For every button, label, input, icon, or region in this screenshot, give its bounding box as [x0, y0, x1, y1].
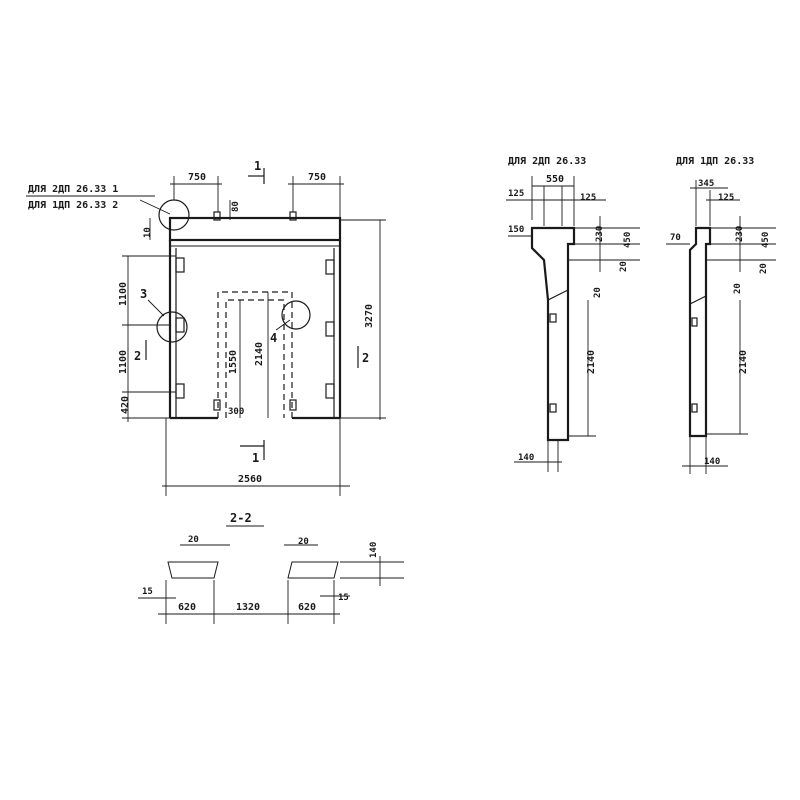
node-3-leader: [147, 299, 165, 317]
main-front-view: ДЛЯ 2ДП 26.33 1 ДЛЯ 1ДП 26.33 2 3: [26, 159, 386, 496]
dim-1100-upper: 1100: [118, 282, 129, 306]
dim-230: 230: [595, 226, 605, 242]
profile-2dp-taper: [547, 289, 569, 301]
dim-125-right: 125: [580, 193, 596, 203]
section-1-top-label: 1: [254, 159, 261, 173]
profile-2dp-title: ДЛЯ 2ДП 26.33: [508, 156, 586, 167]
plate-right-1: [325, 259, 335, 275]
profile-1dp-taper: [689, 295, 707, 305]
dim-1dp-450: 450: [761, 232, 771, 248]
dim-2dp-2140: 2140: [586, 350, 597, 374]
plate-left-2: [175, 317, 185, 333]
profile-1dp-title: ДЛЯ 1ДП 26.33: [676, 156, 754, 167]
dim-20-left: 20: [188, 535, 199, 545]
dim-300: 300: [228, 407, 244, 417]
dim-2dp-140: 140: [518, 453, 534, 463]
dim-1550: 1550: [228, 350, 239, 374]
lifting-loop-left: [213, 211, 221, 221]
callout-leader: [139, 199, 171, 215]
profile-2dp-plate-1: [549, 313, 557, 323]
dim-20-a: 20: [619, 261, 629, 272]
door-opening-inner: [225, 299, 285, 418]
door-opening-outline: [217, 291, 293, 418]
profile-1dp-outline: [688, 226, 712, 438]
node-circle-1-2: [158, 199, 190, 231]
section-2-2-view: 2-2 20 20 140 15 15 620 1320 620: [138, 511, 404, 624]
dim-1dp-125: 125: [718, 193, 734, 203]
dim-2140: 2140: [254, 342, 265, 366]
dim-750-right: 750: [308, 172, 326, 183]
plate-door-left: [213, 399, 221, 411]
section-1-bottom-label: 1: [252, 451, 259, 465]
plate-right-2: [325, 321, 335, 337]
dim-550: 550: [546, 174, 564, 185]
dim-80: 80: [231, 201, 241, 212]
node-circle-4: [281, 300, 311, 330]
node-4-label: 4: [270, 331, 277, 345]
profile-1dp-view: ДЛЯ 1ДП 26.33 345 125 70 230 450 20 20 2…: [666, 156, 776, 474]
callout-2dp-label: ДЛЯ 2ДП 26.33 1: [28, 184, 118, 195]
dim-70: 70: [670, 233, 681, 243]
dim-1dp-20-a: 20: [759, 263, 769, 274]
section-2-right-label: 2: [362, 351, 369, 365]
section-2-left-label: 2: [134, 349, 141, 363]
profile-1dp-plate-2: [691, 403, 698, 413]
dim-1dp-20-b: 20: [733, 283, 743, 294]
dim-1dp-2140: 2140: [738, 350, 749, 374]
dim-750-left: 750: [188, 172, 206, 183]
dim-150: 150: [508, 225, 524, 235]
dim-620-left: 620: [178, 602, 196, 613]
plate-left-1: [175, 257, 185, 273]
dim-3270: 3270: [364, 304, 375, 328]
dim-620-right: 620: [298, 602, 316, 613]
node-3-label: 3: [140, 287, 147, 301]
dim-125-left: 125: [508, 189, 524, 199]
section-2-2-right-slab: [287, 561, 339, 579]
profile-1dp-plate-1: [691, 317, 698, 327]
profile-2dp-outline: [530, 226, 576, 442]
dim-140: 140: [369, 542, 379, 558]
dim-420: 420: [120, 396, 131, 414]
section-2-2-left-slab: [167, 561, 219, 579]
profile-2dp-view: ДЛЯ 2ДП 26.33 550 125 125 150 230 450 20…: [506, 156, 640, 472]
dim-1dp-230: 230: [735, 226, 745, 242]
dim-15-right: 15: [338, 593, 349, 603]
plate-door-right: [289, 399, 297, 411]
dim-20-right: 20: [298, 537, 309, 547]
dim-1320: 1320: [236, 602, 260, 613]
callout-1dp-label: ДЛЯ 1ДП 26.33 2: [28, 200, 118, 211]
header-beam: [168, 216, 342, 242]
dim-1dp-140: 140: [704, 457, 720, 467]
plate-left-3: [175, 383, 185, 399]
dim-2560: 2560: [238, 474, 262, 485]
node-circle-3: [156, 311, 188, 343]
dim-345: 345: [698, 179, 714, 189]
plate-right-3: [325, 383, 335, 399]
section-2-2-title: 2-2: [230, 511, 252, 525]
dim-1100-lower: 1100: [118, 350, 129, 374]
profile-2dp-plate-2: [549, 403, 557, 413]
dim-15-left: 15: [142, 587, 153, 597]
dim-10: 10: [143, 227, 153, 238]
node-4-leader: [275, 319, 291, 331]
dim-450: 450: [623, 232, 633, 248]
dim-20-b: 20: [593, 287, 603, 298]
